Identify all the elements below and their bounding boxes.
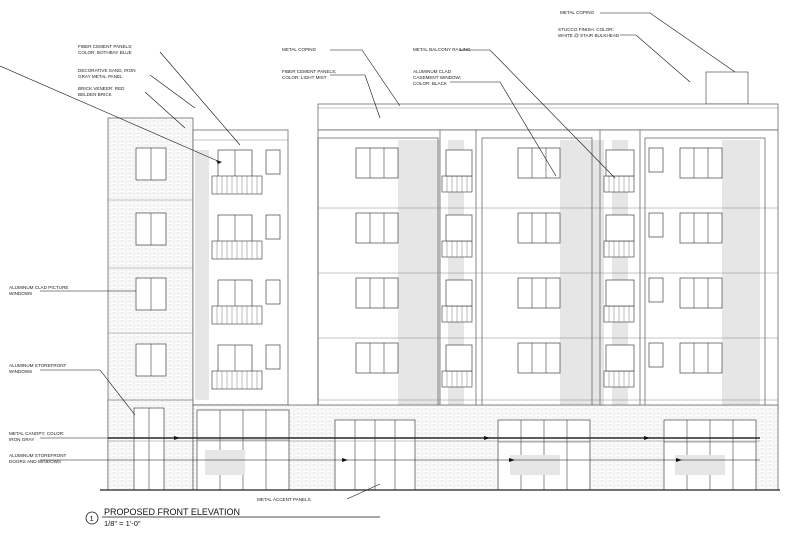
stair-bulkhead: [705, 71, 749, 105]
casement-windows: [445, 149, 635, 372]
label-brick-1: BRICK VENEER: RED: [78, 86, 125, 91]
main-windows: [355, 147, 723, 374]
label-metal-coping: METAL COPING: [282, 47, 317, 52]
label-casement-2: CASEMENT WINDOW;: [413, 75, 461, 80]
label-doors-1: ALUMINUM STOREFRONT: [9, 453, 67, 458]
label-storefront-1: ALUMINUM STOREFRONT: [9, 363, 67, 368]
label-stucco-1: STUCCO FINISH. COLOR:: [558, 27, 614, 32]
label-fiber-blue-2: COLOR: BOTHBAY BLUE: [78, 50, 132, 55]
label-fiber-blue-1: FIBER CEMENT PANELS;: [78, 44, 132, 49]
label-fiber-light-1: FIBER CEMENT PANELS;: [282, 69, 336, 74]
label-metal-coping-top: METAL COPING: [560, 10, 595, 15]
drawing-title: PROPOSED FRONT ELEVATION: [104, 507, 240, 517]
leader-lines: [0, 12, 760, 500]
label-picture-1: ALUMINUM CLAD PICTURE: [9, 285, 68, 290]
label-storefront-2: WINDOWS: [9, 369, 32, 374]
label-casement-3: COLOR: BLACK: [413, 81, 448, 86]
label-picture-2: WINDOWS: [9, 291, 32, 296]
parapet: [317, 103, 779, 131]
label-brick-2: BELDEN BRICK: [78, 92, 113, 97]
label-decorative-2: GRAY METAL PANEL: [78, 74, 123, 79]
picture-windows: [135, 147, 167, 377]
label-accent: METAL ACCENT PANELS: [257, 497, 311, 502]
drawing-number-circle: [85, 511, 99, 525]
drawing-scale: 1/8" = 1'-0": [104, 519, 141, 528]
label-balcony-railing: METAL BALCONY RAILING: [413, 47, 471, 52]
label-canopy-1: METAL CANOPY; COLOR:: [9, 431, 64, 436]
label-decorative-1: DECORATIVE SAND, IRON: [78, 68, 136, 73]
label-casement-1: ALUMINUM CLAD: [413, 69, 452, 74]
drawing-number: 1: [90, 514, 94, 523]
label-doors-2: DOORS AND WINDOWS: [9, 459, 61, 464]
label-fiber-light-2: COLOR: LIGHT MIST: [282, 75, 327, 80]
label-canopy-2: IRON GRAY: [9, 437, 34, 442]
label-stucco-2: WHITE @ STAIR BULKHEAD: [558, 33, 620, 38]
